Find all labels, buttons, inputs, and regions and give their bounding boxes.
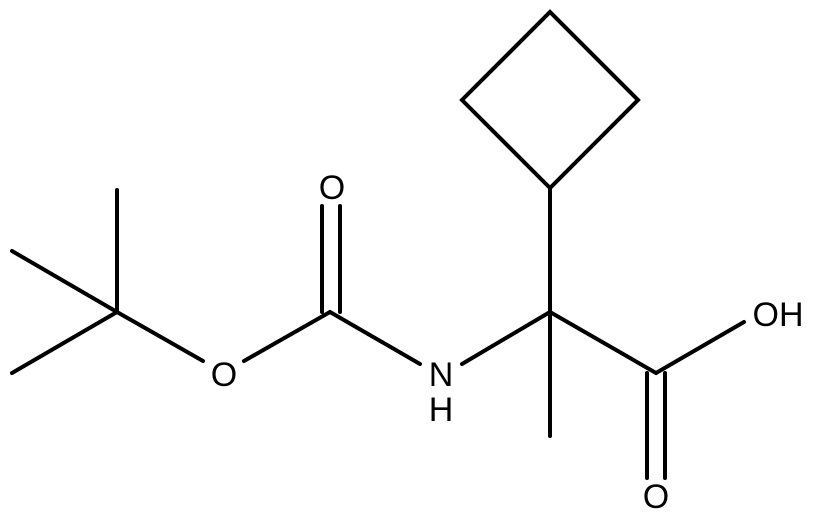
- cyclobutane-ring: [459, 9, 641, 191]
- bond-carbonyl-to-n: [328, 310, 422, 366]
- atom-label-ester-o: O: [211, 356, 237, 394]
- bond-n-to-alpha: [460, 310, 552, 366]
- atom-label-amine-n: N: [429, 356, 454, 394]
- atom-label-carbonyl-o-top: O: [319, 169, 345, 207]
- atom-label-carbonyl-o-bottom: O: [643, 478, 669, 516]
- atom-label-hydroxyl: OH: [753, 296, 804, 334]
- bond-ester-o-to-carbonyl: [242, 310, 332, 363]
- bond-carboxyl-to-oh: [654, 320, 746, 375]
- atom-label-amine-h: H: [429, 391, 454, 429]
- bond-tbu-upper-left: [10, 249, 119, 314]
- bond-alpha-carboxyl: [548, 310, 658, 375]
- bond-tbu-to-ester-o: [115, 310, 205, 363]
- bond-tbu-lower-left: [10, 310, 119, 375]
